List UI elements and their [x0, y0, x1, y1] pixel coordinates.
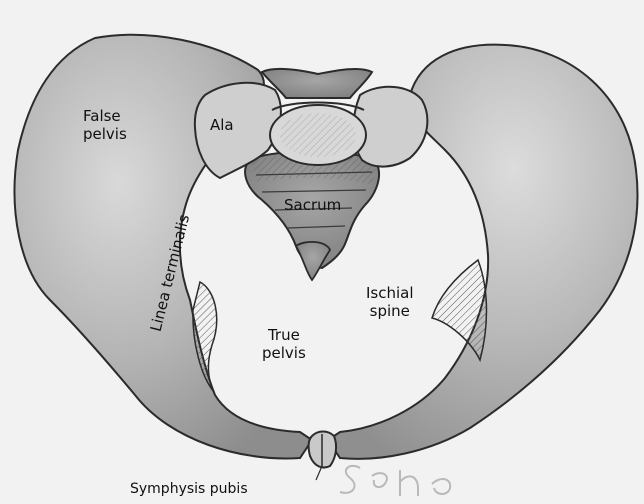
label-ischial-spine-line1: Ischial: [366, 284, 414, 302]
signature-mark: [340, 466, 450, 496]
label-symphysis-pubis: Symphysis pubis: [130, 480, 248, 498]
label-true-pelvis-line2: pelvis: [262, 344, 306, 362]
label-true-pelvis: True pelvis: [262, 326, 306, 362]
label-false-pelvis: False pelvis: [83, 107, 127, 143]
label-false-pelvis-line2: pelvis: [83, 125, 127, 143]
label-false-pelvis-line1: False: [83, 107, 127, 125]
label-true-pelvis-line1: True: [262, 326, 306, 344]
symphysis-pointer: [316, 466, 322, 480]
right-ischium-shadow: [432, 260, 487, 360]
sacral-spinous-process: [262, 69, 372, 98]
label-ischial-spine: Ischial spine: [366, 284, 414, 320]
label-ischial-spine-line2: spine: [366, 302, 414, 320]
label-ala: Ala: [210, 116, 234, 134]
label-sacrum: Sacrum: [284, 196, 341, 214]
